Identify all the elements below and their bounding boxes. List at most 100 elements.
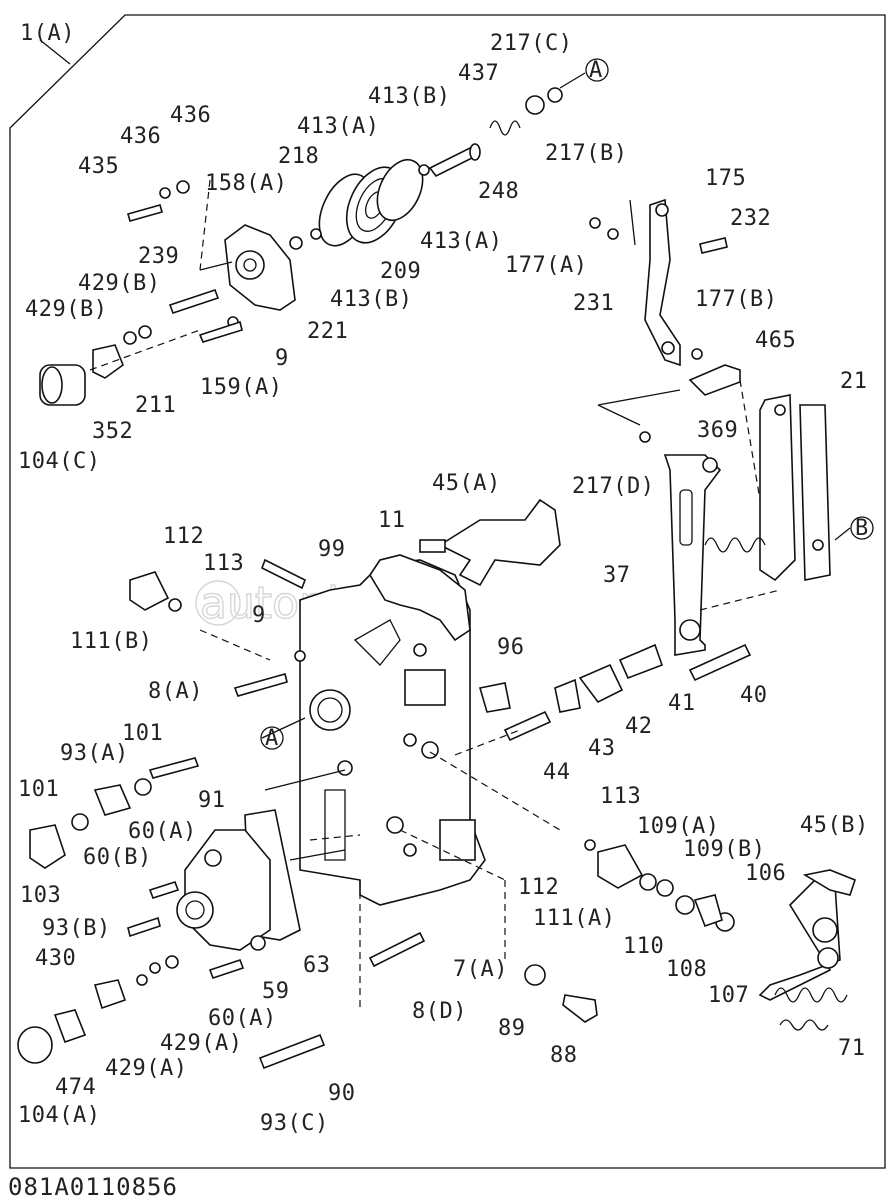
callout-43: 43 xyxy=(588,736,616,761)
callout-21: 21 xyxy=(840,369,868,394)
callout-59: 59 xyxy=(262,979,290,1004)
callout-113-top: 113 xyxy=(203,551,244,576)
callout-41: 41 xyxy=(668,691,696,716)
callout-99: 99 xyxy=(318,537,346,562)
watermark-logo xyxy=(195,580,241,626)
callout-60a-top: 60(A) xyxy=(128,819,197,844)
callout-60b: 60(B) xyxy=(83,845,152,870)
cap-104c xyxy=(39,364,86,406)
frame xyxy=(9,14,886,1169)
callout-8a: 8(A) xyxy=(148,679,203,704)
springs xyxy=(704,537,848,1031)
bracket-21 xyxy=(759,394,831,582)
callout-413b: 413(B) xyxy=(330,287,412,312)
callout-465: 465 xyxy=(755,328,796,353)
lever-45a xyxy=(419,498,561,587)
callout-93c: 93(C) xyxy=(260,1111,329,1136)
callout-107: 107 xyxy=(708,983,749,1008)
callout-429b-b: 429(B) xyxy=(25,297,107,322)
housing-59 xyxy=(176,829,271,951)
callout-40: 40 xyxy=(740,683,768,708)
washers xyxy=(71,87,735,986)
callout-437: 437 xyxy=(458,61,499,86)
callout-45b: 45(B) xyxy=(800,813,869,838)
callout-1a: 1(A) xyxy=(20,21,75,46)
diaphragm-209 xyxy=(318,158,424,247)
callout-218: 218 xyxy=(278,144,319,169)
lever-175 xyxy=(644,198,681,367)
callout-112-top: 112 xyxy=(163,524,204,549)
callout-60a: 60(A) xyxy=(208,1006,277,1031)
leader-lines xyxy=(89,72,851,1010)
bolts xyxy=(127,204,752,1070)
callout-109a: 109(A) xyxy=(637,814,719,839)
callout-158a: 158(A) xyxy=(205,171,287,196)
cover-158a xyxy=(224,224,296,311)
callout-221: 221 xyxy=(307,319,348,344)
callout-45a: 45(A) xyxy=(432,471,501,496)
callout-9-mid: 9 xyxy=(252,603,266,628)
callout-11: 11 xyxy=(378,508,406,533)
callout-113-low: 113 xyxy=(600,784,641,809)
callout-111a: 111(A) xyxy=(533,906,615,931)
callout-435: 435 xyxy=(78,154,119,179)
callout-112-low: 112 xyxy=(518,875,559,900)
callout-101-top: 101 xyxy=(122,721,163,746)
reference-circles xyxy=(260,58,874,750)
governor-housing xyxy=(299,554,486,906)
callout-436a: 436 xyxy=(170,103,211,128)
callout-217c: 217(C) xyxy=(490,31,572,56)
callout-429a: 429(A) xyxy=(105,1056,187,1081)
nut-352 xyxy=(92,344,124,379)
plug-111a xyxy=(597,844,644,889)
callout-429a-top: 429(A) xyxy=(160,1031,242,1056)
link-465 xyxy=(688,364,741,396)
callout-a-top: A xyxy=(589,58,603,83)
callout-labels: 1(A) 217(C) A 437 413(B) 413(A) 436 436 … xyxy=(18,21,869,1136)
callout-429b-a: 429(B) xyxy=(78,271,160,296)
callout-89: 89 xyxy=(498,1016,526,1041)
shaft-248 xyxy=(428,143,481,178)
lever-37 xyxy=(663,454,722,656)
lever-45b xyxy=(758,869,856,1001)
callout-436b: 436 xyxy=(120,124,161,149)
callout-91: 91 xyxy=(198,788,226,813)
callout-9-top: 9 xyxy=(275,346,289,371)
callout-71: 71 xyxy=(838,1036,866,1061)
callout-42: 42 xyxy=(625,714,653,739)
callout-63: 63 xyxy=(303,953,331,978)
callout-177b: 177(B) xyxy=(695,287,777,312)
callout-b: B xyxy=(855,516,869,541)
callout-103: 103 xyxy=(20,883,61,908)
callout-217d: 217(D) xyxy=(572,474,654,499)
callout-413a-top: 413(A) xyxy=(297,114,379,139)
callout-369: 369 xyxy=(697,418,738,443)
callout-239: 239 xyxy=(138,244,179,269)
callout-93a: 93(A) xyxy=(60,741,129,766)
callout-109b: 109(B) xyxy=(683,837,765,862)
callout-7a: 7(A) xyxy=(453,957,508,982)
callout-93b: 93(B) xyxy=(42,916,111,941)
callout-248: 248 xyxy=(478,179,519,204)
callout-111b: 111(B) xyxy=(70,629,152,654)
callout-177a: 177(A) xyxy=(505,253,587,278)
callout-209: 209 xyxy=(380,259,421,284)
cap-104a xyxy=(17,979,127,1064)
callout-a-mid: A xyxy=(265,726,279,751)
callout-104c: 104(C) xyxy=(18,449,100,474)
callout-88: 88 xyxy=(550,1043,578,1068)
callout-430: 430 xyxy=(35,946,76,971)
callout-8d: 8(D) xyxy=(412,999,467,1024)
callout-217b: 217(B) xyxy=(545,141,627,166)
callout-108: 108 xyxy=(666,957,707,982)
cap-103 xyxy=(29,784,132,869)
callout-413b-top: 413(B) xyxy=(368,84,450,109)
callout-413a: 413(A) xyxy=(420,229,502,254)
callout-90: 90 xyxy=(328,1081,356,1106)
callout-352: 352 xyxy=(92,419,133,444)
drawing-code: 081A0110856 xyxy=(8,1173,178,1200)
callout-104a: 104(A) xyxy=(18,1103,100,1128)
spring-437 xyxy=(489,120,521,136)
plug-111b xyxy=(129,571,170,611)
